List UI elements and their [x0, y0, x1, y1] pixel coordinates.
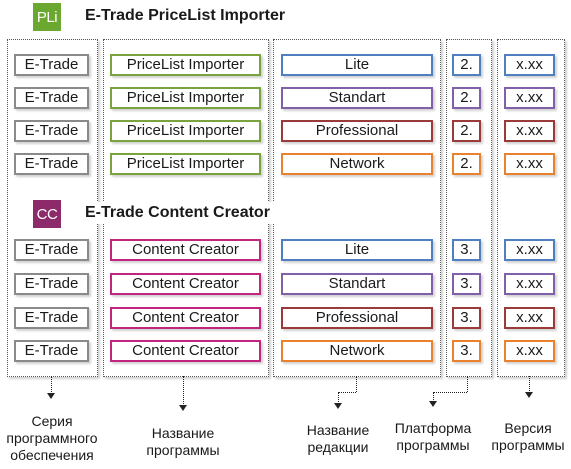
content-program-box: Content Creator: [110, 273, 261, 295]
content-platform-box: 3.: [452, 273, 481, 295]
pricelist-platform-box: 2.: [452, 120, 481, 142]
edition-caption: Название редакции: [293, 422, 383, 456]
pricelist-program-box: PriceList Importer: [110, 54, 261, 76]
pricelist-edition-box: Network: [281, 153, 433, 175]
content-series-box: E-Trade: [14, 273, 89, 295]
series-arrow-head: [47, 393, 55, 399]
platform-caption-line-1: Платформа: [394, 420, 472, 436]
edition-arrow-line-3: [338, 392, 339, 404]
content-platform-box: 3.: [452, 307, 481, 329]
platform-caption: Платформа программы: [393, 420, 473, 454]
platform-arrow-line-3: [433, 392, 434, 402]
version-caption-line-1: Версия: [504, 420, 552, 436]
content-series-box: E-Trade: [14, 307, 89, 329]
content-edition-box: Professional: [281, 307, 433, 329]
series-caption: Серия программного обеспечения: [0, 413, 104, 464]
series-caption-line-2: программного: [6, 430, 98, 446]
version-caption: Версия программы: [485, 420, 571, 454]
content-version-box: x.xx: [504, 307, 555, 329]
pricelist-version-box: x.xx: [504, 120, 555, 142]
pricelist-version-box: x.xx: [504, 54, 555, 76]
edition-arrow-line-1: [356, 376, 357, 392]
content-platform-box: 3.: [452, 340, 481, 362]
content-program-box: Content Creator: [110, 340, 261, 362]
pricelist-edition-box: Lite: [281, 54, 433, 76]
series-caption-line-1: Серия: [31, 413, 73, 429]
content-series-box: E-Trade: [14, 340, 89, 362]
pricelist-program-box: PriceList Importer: [110, 120, 261, 142]
pricelist-program-box: PriceList Importer: [110, 153, 261, 175]
pricelist-platform-box: 2.: [452, 153, 481, 175]
version-caption-line-2: программы: [491, 437, 565, 453]
program-caption-line-2: программы: [146, 442, 220, 458]
program-arrow-line: [183, 376, 184, 406]
content-program-box: Content Creator: [110, 307, 261, 329]
pricelist-edition-box: Professional: [281, 120, 433, 142]
pricelist-version-box: x.xx: [504, 87, 555, 109]
pricelist-series-box: E-Trade: [14, 120, 89, 142]
content-edition-box: Lite: [281, 239, 433, 261]
program-caption: Название программы: [133, 425, 233, 459]
content-edition-box: Network: [281, 340, 433, 362]
pricelist-series-box: E-Trade: [14, 87, 89, 109]
series-caption-line-3: обеспечения: [10, 447, 94, 463]
edition-arrow-head: [334, 403, 342, 409]
pricelist-series-box: E-Trade: [14, 54, 89, 76]
pricelist-platform-box: 2.: [452, 54, 481, 76]
content-creator-logo-icon: CC: [33, 200, 61, 228]
version-arrow-head: [525, 392, 533, 398]
edition-arrow-line-2: [338, 392, 356, 393]
content-version-box: x.xx: [504, 340, 555, 362]
content-version-box: x.xx: [504, 273, 555, 295]
edition-caption-line-1: Название: [306, 422, 370, 438]
edition-caption-line-2: редакции: [307, 439, 369, 455]
pricelist-section-title: E-Trade PriceList Importer: [83, 5, 290, 27]
pricelist-series-box: E-Trade: [14, 153, 89, 175]
pricelist-version-box: x.xx: [504, 153, 555, 175]
pricelist-importer-logo-icon: PLi: [33, 3, 61, 31]
program-caption-line-1: Название: [151, 425, 215, 441]
program-arrow-head: [179, 405, 187, 411]
content-version-box: x.xx: [504, 239, 555, 261]
platform-arrow-head: [429, 401, 437, 407]
content-program-box: Content Creator: [110, 239, 261, 261]
content-edition-box: Standart: [281, 273, 433, 295]
series-arrow-line: [51, 376, 52, 394]
content-section-title: E-Trade Content Creator: [83, 202, 274, 224]
platform-arrow-line-1: [467, 376, 468, 392]
platform-arrow-line-2: [433, 392, 467, 393]
pricelist-edition-box: Standart: [281, 87, 433, 109]
pricelist-platform-box: 2.: [452, 87, 481, 109]
version-arrow-line: [529, 376, 530, 393]
content-platform-box: 3.: [452, 239, 481, 261]
platform-caption-line-2: программы: [396, 437, 470, 453]
pricelist-program-box: PriceList Importer: [110, 87, 261, 109]
content-series-box: E-Trade: [14, 239, 89, 261]
